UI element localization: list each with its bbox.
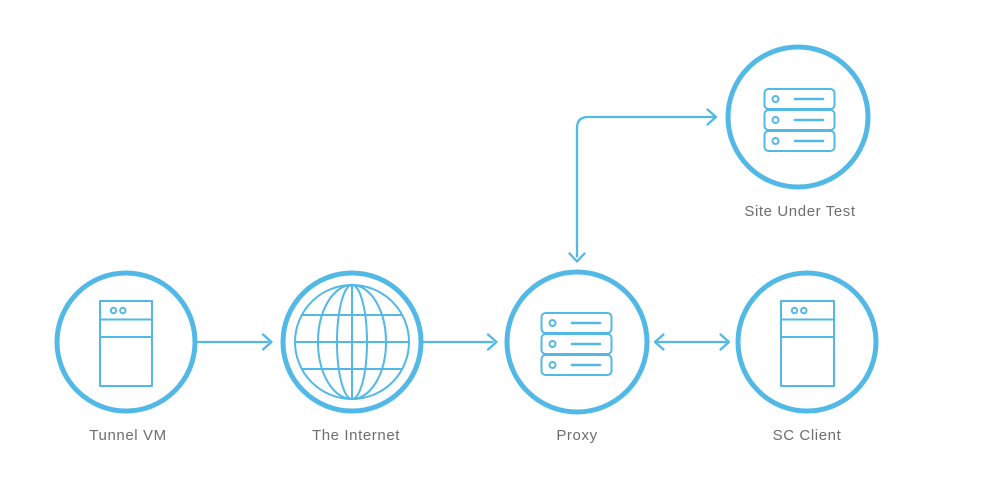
node-circle bbox=[504, 269, 650, 415]
node-label-sc-client: SC Client bbox=[772, 427, 842, 444]
arrowhead-right-icon bbox=[261, 333, 273, 351]
node-label-tunnel-vm: Tunnel VM bbox=[89, 427, 167, 444]
node-label-site-under-test: Site Under Test bbox=[744, 203, 856, 220]
edge-tunnelvm-to-internet bbox=[196, 333, 273, 351]
edge-internet-to-proxy bbox=[421, 333, 498, 351]
node-proxy bbox=[504, 269, 650, 415]
globe-icon bbox=[294, 284, 410, 400]
node-tunnel-vm bbox=[54, 270, 198, 414]
arrowhead-left-icon bbox=[653, 333, 665, 351]
tower-server-icon bbox=[780, 300, 835, 387]
arrowhead-right-icon bbox=[706, 108, 718, 126]
node-label-the-internet: The Internet bbox=[311, 427, 401, 444]
node-circle bbox=[725, 44, 871, 190]
arrowhead-right-icon bbox=[486, 333, 498, 351]
rack-server-icon bbox=[540, 312, 613, 376]
rack-server-icon bbox=[763, 88, 836, 152]
edge-proxy-site-under-test-elbow bbox=[568, 108, 718, 263]
node-label-proxy: Proxy bbox=[556, 427, 598, 444]
node-circle bbox=[735, 270, 879, 414]
arrowhead-down-icon bbox=[568, 252, 586, 263]
node-circle bbox=[54, 270, 198, 414]
edge-elbow-line bbox=[575, 115, 715, 258]
tower-server-icon bbox=[99, 300, 153, 387]
node-circle bbox=[280, 270, 424, 414]
node-site-under-test bbox=[725, 44, 871, 190]
node-the-internet bbox=[280, 270, 424, 414]
arrowhead-right-icon bbox=[719, 333, 731, 351]
node-sc-client bbox=[735, 270, 879, 414]
edge-proxy-sc-client-bidirectional bbox=[653, 333, 731, 351]
